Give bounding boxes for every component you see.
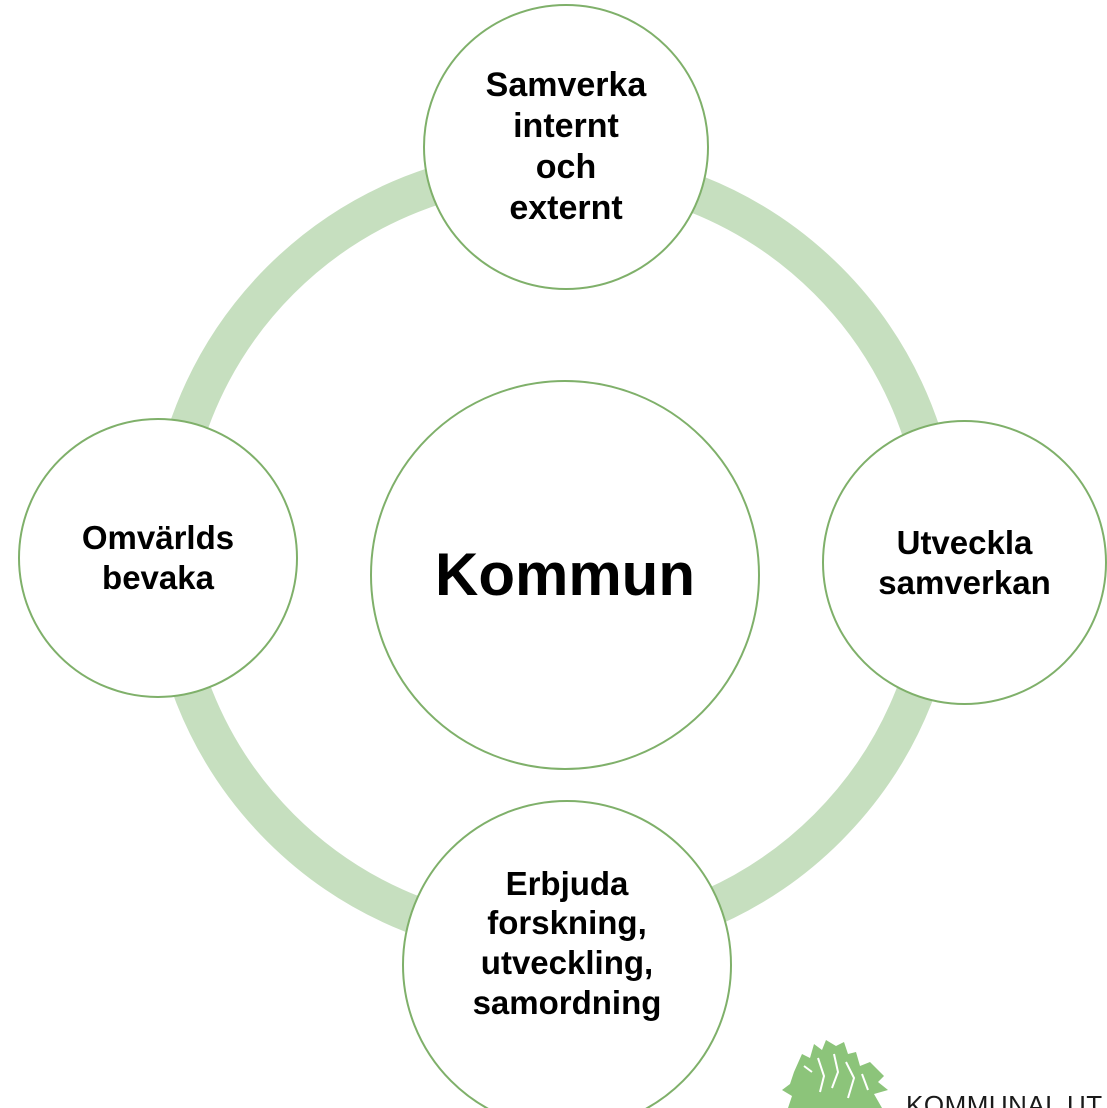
map-landscape-icon — [782, 1040, 888, 1108]
center-node-label: Kommun — [435, 541, 695, 608]
logo: KOMMUNAL UT — [774, 1032, 1107, 1108]
node-erbjuda-label: Erbjuda forskning, utveckling, samordnin… — [472, 864, 662, 1021]
node-samverka-label: Samverka internt och externt — [485, 66, 647, 227]
node-erbjuda: Erbjuda forskning, utveckling, samordnin… — [402, 800, 732, 1108]
node-samverka: Samverka internt och externt — [423, 4, 709, 290]
logo-text: KOMMUNAL UT — [906, 1090, 1103, 1108]
node-utveckla: Utveckla samverkan — [822, 420, 1107, 705]
node-omvarlds-label: Omvärlds bevaka — [81, 519, 235, 596]
node-omvarlds: Omvärlds bevaka — [18, 418, 298, 698]
node-utveckla-label: Utveckla samverkan — [878, 523, 1051, 601]
center-node-kommun: Kommun — [370, 380, 760, 770]
